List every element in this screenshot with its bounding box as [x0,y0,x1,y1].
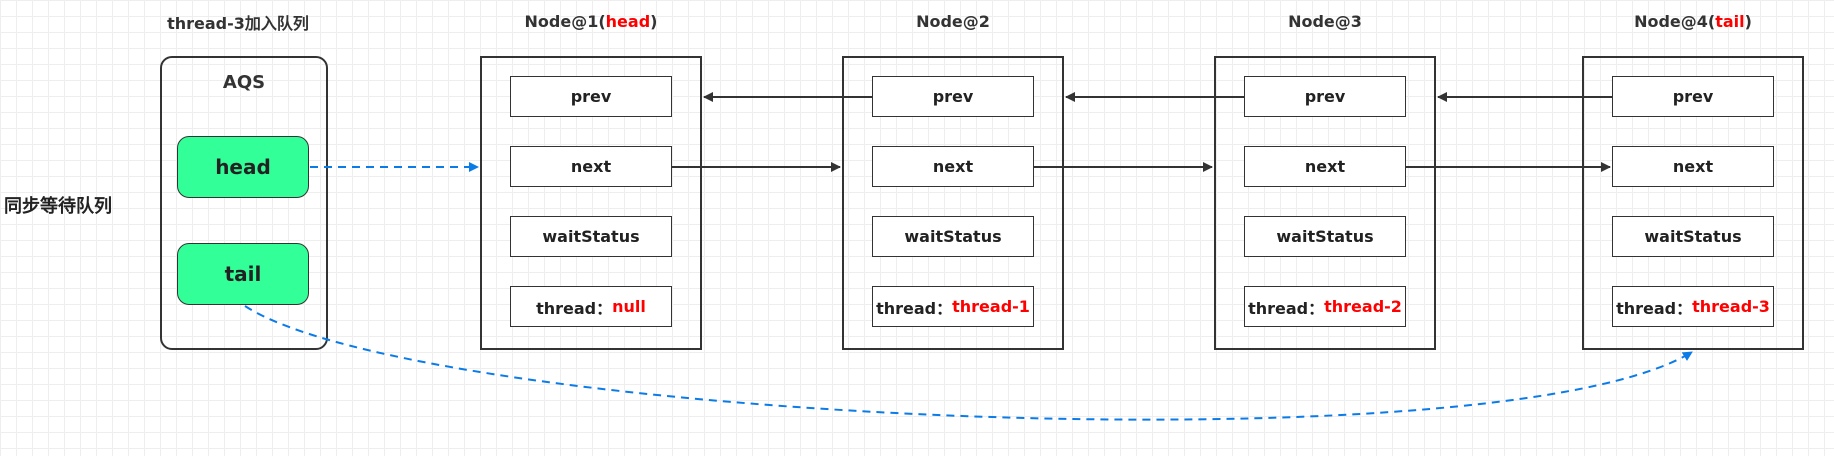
node-3-name: Node@3 [1288,12,1362,31]
node-2-next-field[interactable]: next [872,146,1034,187]
node-1-name-suffix: head [605,12,651,31]
node-2-thread-field[interactable]: thread：thread-1 [872,286,1034,327]
node-3-thread-value: thread-2 [1324,297,1402,316]
node-3-thread-label: thread： [1248,298,1325,318]
node-4-name: Node@4 [1634,12,1708,31]
node-2-thread-label: thread： [876,298,953,318]
node-1-waitstatus-field[interactable]: waitStatus [510,216,672,257]
node-3-prev-field[interactable]: prev [1244,76,1406,117]
node-2-prev-field[interactable]: prev [872,76,1034,117]
sync-queue-label: 同步等待队列 [4,196,112,217]
node-4-thread-value: thread-3 [1692,297,1770,316]
node-3-next-field[interactable]: next [1244,146,1406,187]
aqs-box: AQS [160,56,328,350]
node-4-waitstatus-field[interactable]: waitStatus [1612,216,1774,257]
node-3-title: Node@3 [1214,12,1436,31]
node-4-next-field[interactable]: next [1612,146,1774,187]
aqs-title: AQS [222,72,266,93]
node-4-title: Node@4(tail) [1634,12,1752,31]
node-1-prev-field[interactable]: prev [510,76,672,117]
node-3-thread-field[interactable]: thread：thread-2 [1244,286,1406,327]
node-4-name-suffix: tail [1715,12,1745,31]
node-1-title: Node@1(head) [524,12,658,31]
node-1-thread-label: thread： [536,298,613,318]
node-4-prev-field[interactable]: prev [1612,76,1774,117]
node-2-title: Node@2 [842,12,1064,31]
node-1-next-field[interactable]: next [510,146,672,187]
node-4-box [1582,56,1804,350]
node-2-name: Node@2 [916,12,990,31]
node-3-waitstatus-field[interactable]: waitStatus [1244,216,1406,257]
node-2-waitstatus-field[interactable]: waitStatus [872,216,1034,257]
node-1-thread-value: null [612,297,646,316]
node-4-thread-label: thread： [1616,298,1693,318]
diagram-title: thread-3加入队列 [167,14,309,33]
aqs-head-pointer[interactable]: head [177,136,309,198]
node-1-thread-field[interactable]: thread：null [510,286,672,327]
node-2-thread-value: thread-1 [952,297,1030,316]
node-4-thread-field[interactable]: thread：thread-3 [1612,286,1774,327]
aqs-tail-pointer[interactable]: tail [177,243,309,305]
node-1-name: Node@1 [524,12,599,31]
